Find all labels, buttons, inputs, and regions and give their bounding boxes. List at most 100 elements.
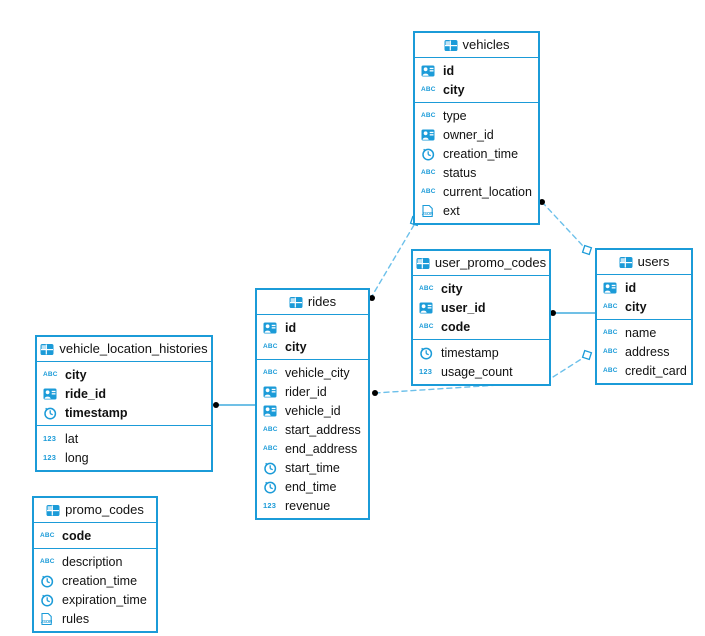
svg-text:JSON: JSON — [41, 619, 52, 624]
field-name: current_location — [443, 184, 532, 199]
field-name: long — [65, 450, 89, 465]
relationship-endpoint-dot — [539, 199, 545, 205]
clock-type-icon — [421, 147, 438, 161]
table-grid-icon — [416, 257, 430, 270]
field-name: creation_time — [443, 146, 519, 161]
person-id-type-icon — [421, 129, 438, 141]
field-name: city — [443, 82, 465, 97]
field-row[interactable]: ABC credit_card — [597, 361, 691, 380]
table-name: vehicles — [462, 37, 510, 52]
field-name: timestamp — [65, 405, 128, 420]
field-row[interactable]: vehicle_id — [257, 401, 368, 420]
table-grid-icon — [46, 504, 60, 517]
field-row[interactable]: user_id — [413, 298, 549, 317]
field-name: credit_card — [625, 363, 687, 378]
abc-text-type-icon: ABC — [603, 367, 618, 374]
field-name: id — [285, 320, 297, 335]
field-row[interactable]: id — [257, 318, 368, 337]
abc-text-type-icon: ABC — [419, 285, 434, 292]
relationship-endpoint-dot — [550, 310, 556, 316]
field-row[interactable]: timestamp — [37, 403, 211, 422]
field-row[interactable]: creation_time — [34, 571, 156, 590]
relationship-line-vehicles-users[interactable] — [541, 201, 584, 247]
field-row[interactable]: timestamp — [413, 343, 549, 362]
table-header: vehicles — [415, 33, 538, 58]
abc-text-type-icon: ABC — [603, 303, 618, 310]
field-row[interactable]: owner_id — [415, 125, 538, 144]
table-name: rides — [307, 294, 337, 309]
field-row[interactable]: start_time — [257, 458, 368, 477]
field-name: ride_id — [65, 386, 106, 401]
clock-type-icon — [43, 406, 60, 420]
field-row[interactable]: rider_id — [257, 382, 368, 401]
field-name: address — [625, 344, 670, 359]
field-row[interactable]: expiration_time — [34, 590, 156, 609]
field-row[interactable]: id — [415, 61, 538, 80]
field-row[interactable]: ABC vehicle_city — [257, 363, 368, 382]
table-header: vehicle_location_histories — [37, 337, 211, 362]
person-id-type-icon — [263, 386, 280, 398]
svg-text:JSON: JSON — [422, 211, 433, 216]
field-row[interactable]: ABC status — [415, 163, 538, 182]
field-name: status — [443, 165, 477, 180]
field-row[interactable]: end_time — [257, 477, 368, 496]
abc-text-type-icon: ABC — [419, 323, 434, 330]
table-grid-icon — [40, 343, 54, 356]
field-name: vehicle_city — [285, 365, 350, 380]
clock-type-icon — [40, 574, 57, 588]
relationship-endpoint-square — [581, 244, 593, 256]
relationship-endpoint-square — [581, 349, 593, 361]
field-name: owner_id — [443, 127, 494, 142]
abc-text-type-icon: ABC — [263, 369, 278, 376]
field-name: ext — [443, 203, 460, 218]
table-name: users — [637, 254, 670, 269]
relationship-line-vehicles-rides[interactable] — [371, 224, 415, 297]
abc-text-type-icon: ABC — [263, 445, 278, 452]
clock-type-icon — [263, 461, 280, 475]
field-name: creation_time — [62, 573, 138, 588]
json-type-icon: JSON — [421, 204, 438, 218]
abc-text-type-icon: ABC — [421, 169, 436, 176]
field-name: description — [62, 554, 123, 569]
field-row[interactable]: ride_id — [37, 384, 211, 403]
field-row[interactable]: JSON ext — [415, 201, 538, 220]
field-row[interactable]: id — [597, 278, 691, 297]
person-id-type-icon — [263, 322, 280, 334]
field-name: timestamp — [441, 345, 499, 360]
field-row[interactable]: creation_time — [415, 144, 538, 163]
person-id-type-icon — [43, 388, 60, 400]
